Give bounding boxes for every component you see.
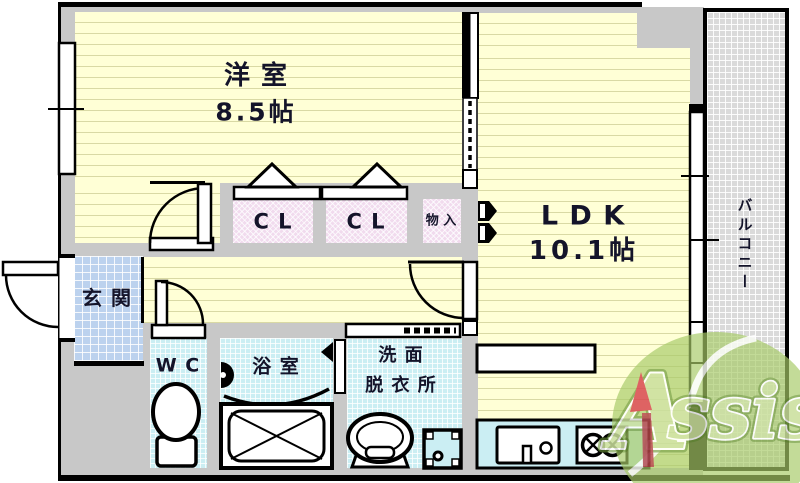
ldk-size: 10.1帖 xyxy=(528,236,640,266)
washer-pan-corner3 xyxy=(425,458,434,467)
window-balcony-cap-top xyxy=(689,104,705,113)
wall-top xyxy=(58,2,642,7)
wall-bottom-strip xyxy=(61,468,703,476)
western-room-size: 8.5帖 xyxy=(215,97,297,127)
logo-text-outline-rest: ssist xyxy=(667,370,800,456)
western-room-label: 洋 室 xyxy=(223,61,289,91)
bathroom-label: 浴 室 xyxy=(252,355,300,378)
floor-western-room-lower xyxy=(75,183,220,243)
entrance-step-line xyxy=(141,257,144,323)
entrance-bottom-line xyxy=(74,361,144,366)
burner-left-x2 xyxy=(584,436,602,454)
entrance-label: 玄 関 xyxy=(82,286,132,310)
entrance-jamb-top xyxy=(59,254,75,258)
storage-door-mark-bottom-inner xyxy=(480,226,485,240)
bathtub-inner xyxy=(227,409,326,463)
bathroom-jamb xyxy=(334,339,346,394)
logo-leaf-vein xyxy=(627,334,757,477)
washroom-sliding-door xyxy=(344,322,462,339)
ldk-counter xyxy=(475,343,597,374)
partition-end-cap xyxy=(462,169,478,189)
bathtub-x2 xyxy=(230,412,323,460)
entrance-door-leaf xyxy=(1,260,60,277)
wall-bottom xyxy=(58,475,790,481)
closet-right-door-mark xyxy=(349,161,405,189)
ldk-door-arc xyxy=(408,263,465,320)
entrance-jamb-bottom xyxy=(59,338,75,342)
bathroom-door-stop xyxy=(321,342,333,362)
wall-left xyxy=(58,2,61,481)
washer-pan-drain xyxy=(432,450,444,462)
western-room-door-leaf xyxy=(196,182,213,245)
wall-top-strip xyxy=(58,7,640,13)
floor-closet-left xyxy=(233,199,313,243)
washer-pan-corner1 xyxy=(425,431,434,440)
floor-hallway xyxy=(143,257,462,323)
storage-door-mark-top-inner xyxy=(480,204,485,218)
floor-storage xyxy=(423,199,461,243)
wall-wc-bath xyxy=(207,338,220,468)
entrance-door-arc xyxy=(4,274,59,329)
logo-red-leg xyxy=(642,413,654,467)
storage-label: 物 入 xyxy=(425,213,457,229)
washer-pan-corner4 xyxy=(451,458,460,467)
wall-topright-notch xyxy=(637,7,690,48)
ldk-door-jamb xyxy=(462,320,478,336)
ldk-label: L D K xyxy=(540,200,626,232)
floor-ldk-top xyxy=(478,13,637,48)
bathroom-door-hinge xyxy=(221,362,234,388)
washroom-label-line1: 洗 面 xyxy=(378,345,424,366)
entrance-opening xyxy=(59,257,75,340)
kitchen-drain-icon xyxy=(539,441,553,455)
washroom-label-line2: 脱 衣 所 xyxy=(365,375,437,396)
bathroom-door-hinge-dot xyxy=(220,372,226,378)
closet-left-door-mark xyxy=(244,161,300,189)
western-room-door-arc xyxy=(148,186,206,244)
closet-left-label: C L xyxy=(253,209,293,234)
floor-entrance xyxy=(74,256,143,361)
wall-right-column xyxy=(690,7,704,112)
wc-label: W C xyxy=(155,354,201,377)
toilet-icon xyxy=(151,382,201,442)
logo-red-accent xyxy=(630,372,652,412)
sink-drain xyxy=(364,445,396,460)
washer-pan-corner2 xyxy=(451,431,460,440)
logo-text-rest: ssist xyxy=(667,370,800,456)
closet-right-label: C L xyxy=(346,209,386,234)
floor-closet-right xyxy=(326,199,407,243)
wc-door-arc xyxy=(160,280,205,325)
wc-door-frame xyxy=(150,323,207,340)
partition-wall xyxy=(462,12,469,98)
floor-western-room xyxy=(75,12,462,183)
kitchen-faucet-icon xyxy=(521,444,533,465)
balcony-label: バルコニー xyxy=(735,197,754,293)
ldk-door-leaf xyxy=(461,260,479,321)
